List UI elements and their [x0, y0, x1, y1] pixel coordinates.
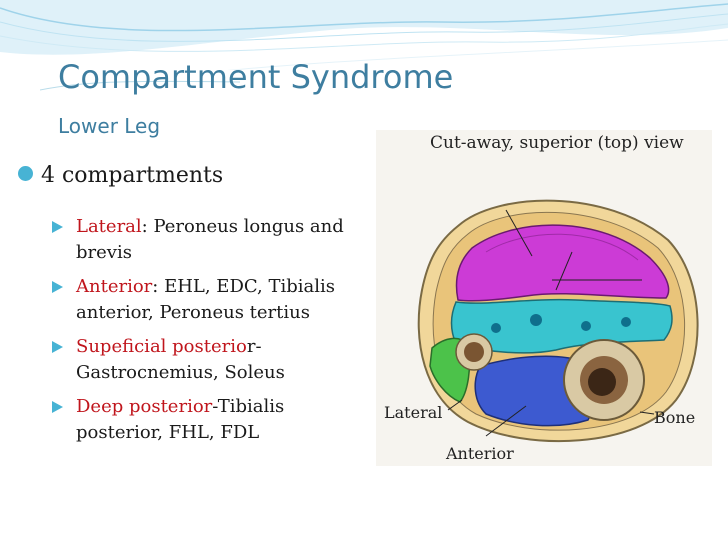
list-item-lateral: Lateral: Peroneus longus and brevis — [46, 214, 380, 266]
list-item-superficial-posterior: Supeficial posterior- Gastrocnemius, Sol… — [46, 334, 380, 386]
compartment-name: Anterior — [76, 276, 153, 297]
slide-subtitle: Lower Leg — [58, 114, 161, 138]
compartment-muscles-cont: anterior, Peroneus tertius — [76, 302, 310, 323]
compartment-muscles: : Peroneus longus and — [141, 216, 344, 237]
bullet-dot-icon — [18, 166, 33, 181]
compartment-name: Deep posterior — [76, 396, 213, 417]
triangle-bullet-icon — [52, 281, 63, 293]
figure-caption: Cut-away, superior (top) view — [430, 133, 684, 153]
compartment-muscles: : EHL, EDC, Tibialis — [152, 276, 335, 297]
compartment-muscles-cont: brevis — [76, 242, 132, 263]
list-item-deep-posterior: Deep posterior-Tibialis posterior, FHL, … — [46, 394, 380, 446]
compartment-list: Lateral: Peroneus longus and brevis Ante… — [46, 214, 380, 454]
bullet-text: 4 compartments — [41, 163, 224, 188]
compartment-muscles: -Tibialis — [212, 396, 285, 417]
compartment-muscles-cont: posterior, FHL, FDL — [76, 422, 260, 443]
compartment-muscles: r- — [246, 336, 262, 357]
title-underline-swoosh — [40, 80, 240, 91]
triangle-bullet-icon — [52, 221, 63, 233]
bullet-compartments: 4 compartments — [18, 163, 223, 188]
leg-cross-section-figure — [376, 130, 712, 466]
list-item-anterior: Anterior: EHL, EDC, Tibialis anterior, P… — [46, 274, 380, 326]
triangle-bullet-icon — [52, 341, 63, 353]
label-lateral: Lateral — [384, 403, 443, 422]
compartment-name: Supeficial posterio — [76, 336, 247, 357]
label-bone: Bone — [654, 408, 696, 427]
slide-title: Compartment Syndrome — [58, 58, 454, 96]
triangle-bullet-icon — [52, 401, 63, 413]
compartment-name: Lateral — [76, 216, 142, 237]
label-anterior: Anterior — [446, 444, 514, 463]
header-wave-decoration — [0, 0, 728, 70]
compartment-muscles-cont: Gastrocnemius, Soleus — [76, 362, 285, 383]
